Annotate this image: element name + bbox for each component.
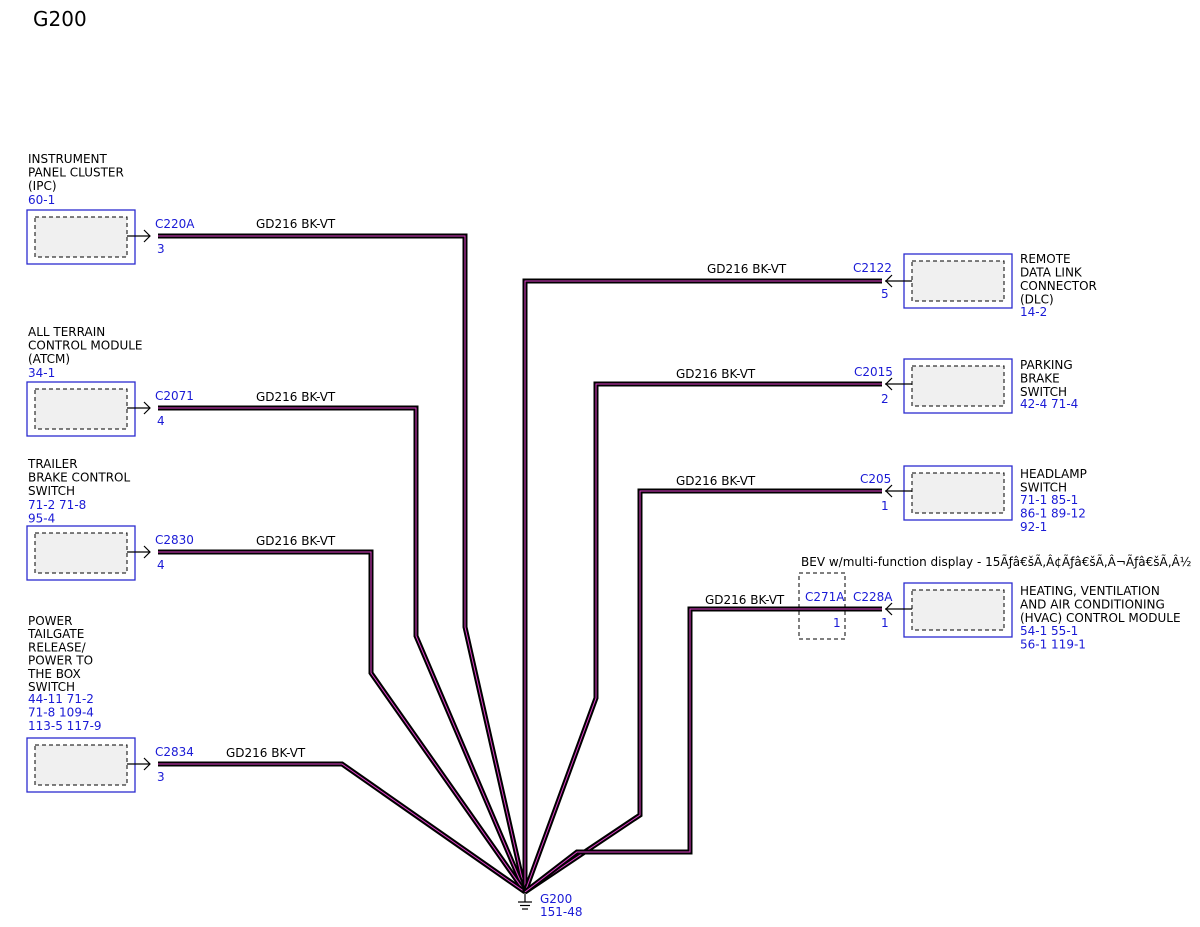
wire-trailer[interactable] [158, 549, 528, 894]
connector-pin-arrow [127, 401, 151, 415]
component-box-inner [34, 216, 128, 258]
ground-point[interactable]: G200 151-48 [518, 892, 583, 919]
pin-number: 5 [881, 287, 889, 301]
wire-ipc[interactable] [158, 233, 528, 893]
wire-label: GD216 BK-VT [705, 593, 785, 607]
wire-harness [158, 233, 882, 895]
connector-pin-arrow [127, 757, 151, 771]
connector-id[interactable]: C2071 [155, 389, 194, 403]
connector-pin-arrow [127, 545, 151, 559]
connector-pin-arrow [127, 229, 151, 243]
ground-label[interactable]: G200 [540, 892, 572, 906]
connector-id[interactable]: C2122 [853, 261, 892, 275]
component-ref[interactable]: 34-1 [28, 366, 55, 380]
inline-connector-box[interactable] [798, 572, 846, 640]
component-ref[interactable]: 60-1 [28, 193, 55, 207]
ground-ref[interactable]: 151-48 [540, 905, 583, 919]
component-ref[interactable]: 42-4 71-4 [1020, 397, 1078, 411]
wire-parking[interactable] [522, 381, 882, 893]
connector-pin-arrow [885, 274, 912, 288]
pin-number: 2 [881, 392, 889, 406]
pin-number: 4 [157, 414, 165, 428]
pin-number: 3 [157, 242, 165, 256]
connector-id[interactable]: C220A [155, 217, 195, 231]
wire-label: GD216 BK-VT [256, 217, 336, 231]
wire-headlamp[interactable] [523, 488, 882, 895]
wire-hvac[interactable] [523, 606, 882, 894]
wire-tailgate[interactable] [158, 761, 527, 895]
wire-label: GD216 BK-VT [226, 746, 306, 760]
component-box-inner [34, 388, 128, 430]
connector-id[interactable]: C2834 [155, 745, 194, 759]
component-hvac-module[interactable]: BEV w/multi-function display - 15Ãƒâ€šÃ‚… [705, 554, 1191, 652]
pin-number: 3 [157, 770, 165, 784]
inline-connector-id[interactable]: C271A [805, 590, 845, 604]
pin-number: 4 [157, 558, 165, 572]
page-title: G200 [33, 7, 87, 31]
component-box-inner [911, 589, 1005, 631]
option-note: BEV w/multi-function display - 15Ãƒâ€šÃ‚… [801, 554, 1191, 569]
wire-label: GD216 BK-VT [707, 262, 787, 276]
connector-id[interactable]: C2830 [155, 533, 194, 547]
component-box-inner [34, 744, 128, 786]
inline-connector-pin: 1 [833, 616, 841, 630]
wire-label: GD216 BK-VT [676, 474, 756, 488]
component-ref[interactable]: 14-2 [1020, 305, 1047, 319]
connector-pin-arrow [885, 602, 912, 616]
wire-label: GD216 BK-VT [256, 534, 336, 548]
component-box-inner [911, 365, 1005, 407]
pin-number: 1 [881, 499, 889, 513]
wire-atcm[interactable] [158, 405, 528, 893]
connector-pin-arrow [885, 484, 912, 498]
component-box-inner [34, 532, 128, 574]
wire-dlc[interactable] [522, 278, 882, 892]
component-box-inner [911, 260, 1005, 302]
wire-label: GD216 BK-VT [256, 390, 336, 404]
wire-label: GD216 BK-VT [676, 367, 756, 381]
connector-id[interactable]: C205 [860, 472, 891, 486]
connector-id[interactable]: C228A [853, 590, 893, 604]
component-box-inner [911, 472, 1005, 514]
pin-number: 1 [881, 616, 889, 630]
connector-pin-arrow [885, 377, 912, 391]
ground-icon [518, 892, 532, 910]
connector-id[interactable]: C2015 [854, 365, 893, 379]
